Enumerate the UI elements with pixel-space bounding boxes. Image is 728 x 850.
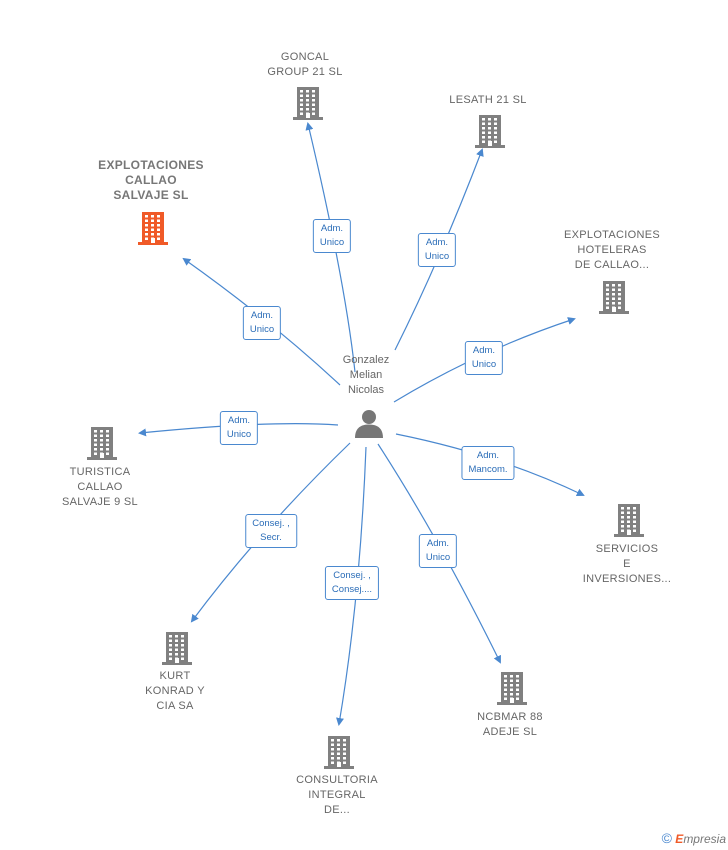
- relation-label-explotaciones-callao: Adm. Unico: [242, 306, 282, 340]
- building-icon[interactable]: [474, 114, 506, 153]
- company-label-lesath[interactable]: LESATH 21 SL: [449, 94, 527, 106]
- building-icon[interactable]: [613, 503, 645, 542]
- building-icon[interactable]: [598, 280, 630, 319]
- footer-brand: © Empresia: [662, 830, 726, 846]
- company-label-consultoria[interactable]: CONSULTORIA INTEGRAL DE...: [296, 774, 378, 816]
- building-icon[interactable]: [292, 86, 324, 125]
- copyright-icon: ©: [661, 830, 672, 846]
- company-label-explotaciones-callao[interactable]: EXPLOTACIONES CALLAO SALVAJE SL: [98, 158, 204, 202]
- company-label-kurt[interactable]: KURT KONRAD Y CIA SA: [145, 670, 205, 712]
- brand-initial: E: [675, 832, 684, 846]
- relation-label-servicios: Adm. Mancom.: [461, 446, 515, 480]
- edge-goncal: [305, 122, 356, 373]
- building-icon[interactable]: [86, 426, 118, 465]
- building-icon[interactable]: [323, 735, 355, 774]
- relation-label-consultoria: Consej. , Consej....: [324, 566, 380, 600]
- building-icon[interactable]: [161, 631, 193, 670]
- relation-label-turistica: Adm. Unico: [219, 411, 259, 445]
- company-label-explotaciones-hoteleras[interactable]: EXPLOTACIONES HOTELERAS DE CALLAO...: [564, 229, 660, 271]
- relation-label-ncbmar: Adm. Unico: [418, 534, 458, 568]
- company-label-goncal[interactable]: GONCAL GROUP 21 SL: [267, 51, 343, 78]
- relation-label-explotaciones-hoteleras: Adm. Unico: [464, 341, 504, 375]
- company-label-servicios[interactable]: SERVICIOS E INVERSIONES...: [582, 543, 672, 585]
- brand-name: mpresia: [683, 832, 726, 846]
- building-icon[interactable]: [137, 211, 169, 250]
- company-label-ncbmar[interactable]: NCBMAR 88 ADEJE SL: [477, 711, 543, 738]
- relation-label-lesath: Adm. Unico: [417, 233, 457, 267]
- company-label-turistica[interactable]: TURISTICA CALLAO SALVAJE 9 SL: [62, 466, 138, 508]
- relation-label-goncal: Adm. Unico: [312, 219, 352, 253]
- relation-label-kurt: Consej. , Secr.: [245, 514, 297, 548]
- building-icon[interactable]: [496, 671, 528, 710]
- person-icon[interactable]: [354, 408, 384, 438]
- center-person-name[interactable]: Gonzalez Melian Nicolas: [342, 354, 390, 396]
